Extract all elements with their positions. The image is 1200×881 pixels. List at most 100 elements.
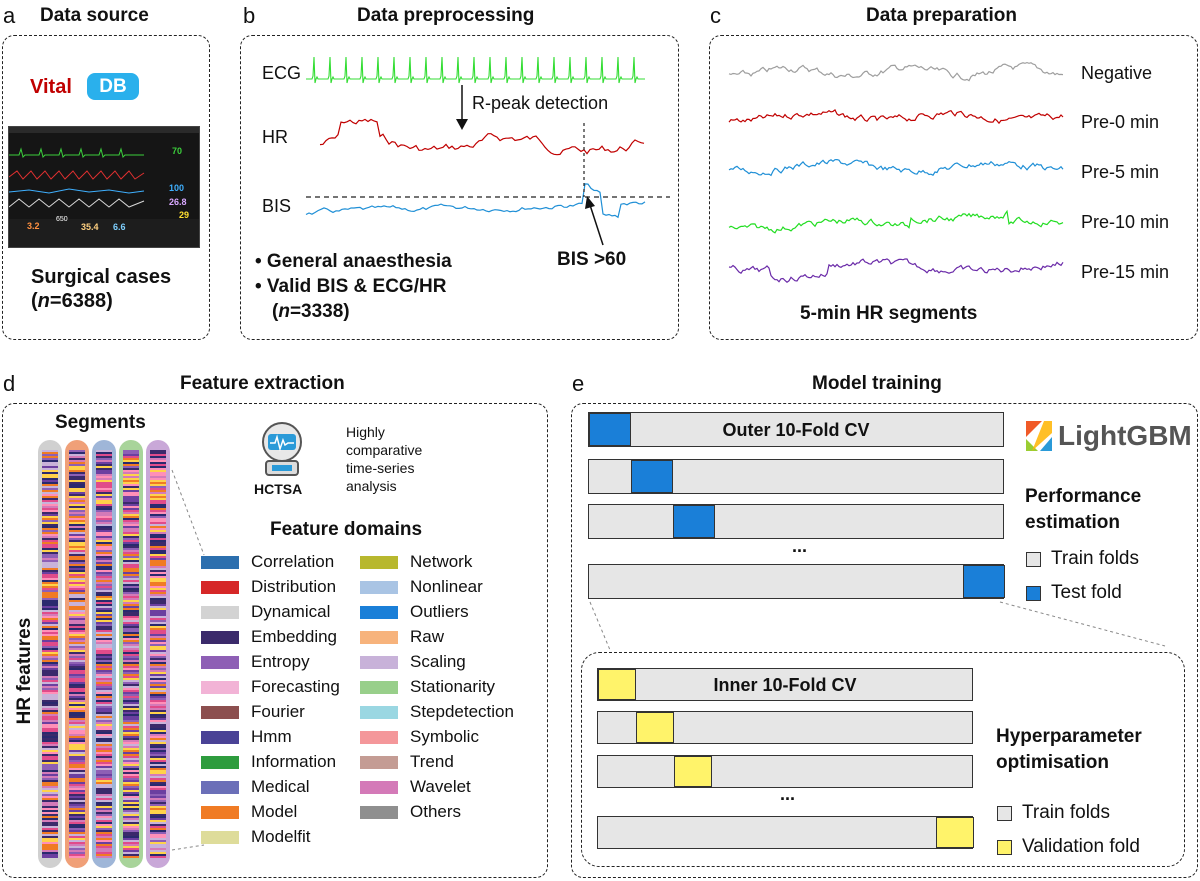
legend-connector	[171, 469, 205, 851]
hr-label: HR	[262, 127, 288, 147]
hr-segment-trace	[728, 61, 1064, 82]
outer-cv-bar-3	[588, 504, 1004, 539]
domain-swatch-icon	[201, 780, 239, 794]
domain-label: Modelfit	[251, 827, 311, 846]
monitor-value-3: 6.6	[113, 222, 126, 232]
bis-arrowhead-icon	[585, 196, 595, 209]
inner-cv-connector	[589, 601, 1166, 651]
train-swatch-icon	[1026, 551, 1041, 567]
bis-trace	[305, 183, 646, 219]
panel-a-title: Data source	[40, 5, 149, 26]
monitor-spo2-value: 100	[169, 183, 185, 193]
panel-e-letter: e	[572, 371, 585, 396]
hyperparameter-label-2: optimisation	[996, 752, 1109, 773]
domain-label: Information	[251, 752, 337, 771]
domain-label: Nonlinear	[410, 577, 483, 596]
outer-cv-bar-1: Outer 10-Fold CV	[588, 412, 1004, 447]
domain-label: Embedding	[251, 627, 338, 646]
domain-swatch-icon	[201, 805, 239, 819]
domain-label: Stationarity	[410, 677, 496, 696]
domain-label: Scaling	[410, 652, 466, 671]
domain-item: Embedding	[201, 627, 337, 647]
domain-label: Raw	[410, 627, 445, 646]
domain-swatch-icon	[201, 755, 239, 769]
domain-label: Forecasting	[251, 677, 340, 696]
domain-label: Distribution	[251, 577, 337, 596]
domain-swatch-icon	[360, 755, 398, 769]
domain-item: Medical	[201, 777, 310, 797]
train-swatch-icon	[997, 805, 1012, 821]
domain-item: Entropy	[201, 652, 310, 672]
domain-item: Hmm	[201, 727, 292, 747]
hr-trace	[319, 118, 645, 156]
domain-item: Stepdetection	[360, 702, 514, 722]
domain-swatch-icon	[360, 555, 398, 569]
legend-train-outer: Train folds	[1026, 548, 1139, 570]
outer-test-fold-10	[963, 565, 1005, 598]
domain-label: Network	[410, 552, 473, 571]
legend-train-inner: Train folds	[997, 802, 1110, 824]
domain-swatch-icon	[201, 830, 239, 844]
domain-item: Network	[360, 552, 472, 572]
domain-label: Dynamical	[251, 602, 331, 621]
outer-test-fold-3	[673, 505, 715, 538]
inner-valid-fold-3	[674, 756, 712, 787]
domain-item: Outliers	[360, 602, 469, 622]
domain-swatch-icon	[360, 630, 398, 644]
panel-b-title: Data preprocessing	[357, 5, 535, 26]
domain-item: Forecasting	[201, 677, 340, 697]
panel-e-box	[571, 403, 1198, 878]
domain-item: Nonlinear	[360, 577, 483, 597]
inner-cv-bar-10	[597, 816, 974, 849]
domain-item: Others	[360, 802, 461, 822]
outer-cv-bar-10	[588, 564, 1005, 599]
hr-segment-trace	[728, 258, 1064, 283]
inner-cv-label: Inner 10-Fold CV	[713, 675, 857, 695]
label-pre-10: Pre-10 min	[1081, 212, 1170, 232]
surgical-cases-caption: Surgical cases	[31, 266, 172, 288]
surgical-cases-n: (n=6388)	[31, 290, 113, 312]
inner-valid-fold-1	[598, 669, 636, 700]
domain-swatch-icon	[360, 705, 398, 719]
db-logo-badge: DB	[87, 73, 139, 100]
hr-segment-trace	[728, 108, 1064, 125]
hyperparameter-label-1: Hyperparameter	[996, 726, 1142, 747]
patient-monitor-image: 70 100 26.8 29 3.2 35.4 6.6 650	[8, 126, 200, 248]
feature-domains-title: Feature domains	[270, 519, 423, 540]
monitor-temp-value: 26.8	[169, 197, 187, 207]
domain-swatch-icon	[360, 730, 398, 744]
panel-b-box	[240, 35, 679, 340]
segments-label: Segments	[55, 412, 146, 433]
criterion-anaesthesia: • General anaesthesia	[255, 251, 452, 272]
inner-cv-bar-1: Inner 10-Fold CV	[597, 668, 973, 701]
inner-cv-box	[581, 652, 1185, 867]
domain-label: Symbolic	[410, 727, 479, 746]
ecg-trace	[306, 56, 645, 84]
hr-segment-trace	[728, 209, 1064, 234]
domain-label: Model	[251, 802, 298, 821]
domain-swatch-icon	[360, 780, 398, 794]
feature-matrix-heatmap	[38, 440, 170, 868]
outer-ellipsis: ...	[792, 536, 808, 556]
bis-label: BIS	[262, 196, 292, 216]
domain-label: Others	[410, 802, 462, 821]
inner-ellipsis: ...	[780, 784, 796, 804]
segments-caption: 5-min HR segments	[800, 303, 978, 324]
domain-item: Modelfit	[201, 827, 311, 847]
hctsa-label: HCTSA	[254, 481, 303, 497]
domain-label: Trend	[410, 752, 454, 771]
domain-swatch-icon	[201, 580, 239, 594]
domain-item: Correlation	[201, 552, 334, 572]
bis-threshold-label: BIS >60	[557, 249, 627, 270]
outer-cv-bar-2	[588, 459, 1004, 494]
domain-item: Scaling	[360, 652, 466, 672]
domain-item: Trend	[360, 752, 454, 772]
domain-label: Fourier	[251, 702, 305, 721]
rpeak-detection-label: R-peak detection	[472, 93, 609, 113]
domain-label: Wavelet	[410, 777, 471, 796]
panel-d-letter: d	[3, 371, 16, 396]
domain-swatch-icon	[201, 605, 239, 619]
inner-cv-bar-3	[597, 755, 973, 788]
domain-item: Fourier	[201, 702, 305, 722]
domain-swatch-icon	[360, 605, 398, 619]
